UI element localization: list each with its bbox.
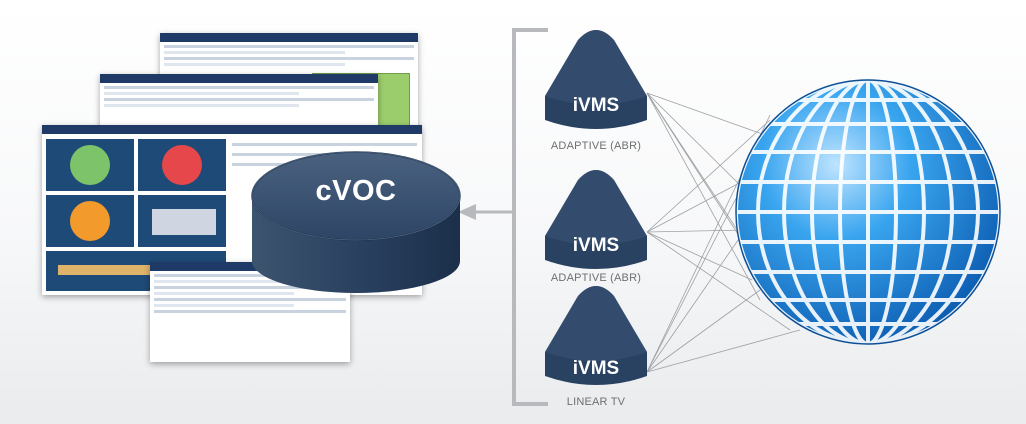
ivms-server-caption-2: ADAPTIVE (ABR) bbox=[550, 272, 642, 284]
ivms-server-shape-3 bbox=[545, 286, 647, 385]
cvoc-hub-cylinder bbox=[251, 151, 461, 293]
server-group-bracket bbox=[512, 28, 548, 406]
internet-globe bbox=[735, 79, 1001, 345]
ivms-server-shape-2 bbox=[545, 170, 647, 269]
ivms-server-caption-1: ADAPTIVE (ABR) bbox=[550, 140, 642, 152]
ivms-server-label-1: iVMS bbox=[572, 95, 620, 116]
ivms-server-caption-3: LINEAR TV bbox=[566, 396, 626, 408]
ivms-server-label-3: iVMS bbox=[572, 358, 620, 379]
cvoc-hub-label: cVOC bbox=[315, 175, 397, 207]
flow-arrow-head bbox=[458, 204, 476, 220]
ivms-server-label-2: iVMS bbox=[572, 235, 620, 256]
ivms-server-shape-1 bbox=[545, 30, 647, 129]
